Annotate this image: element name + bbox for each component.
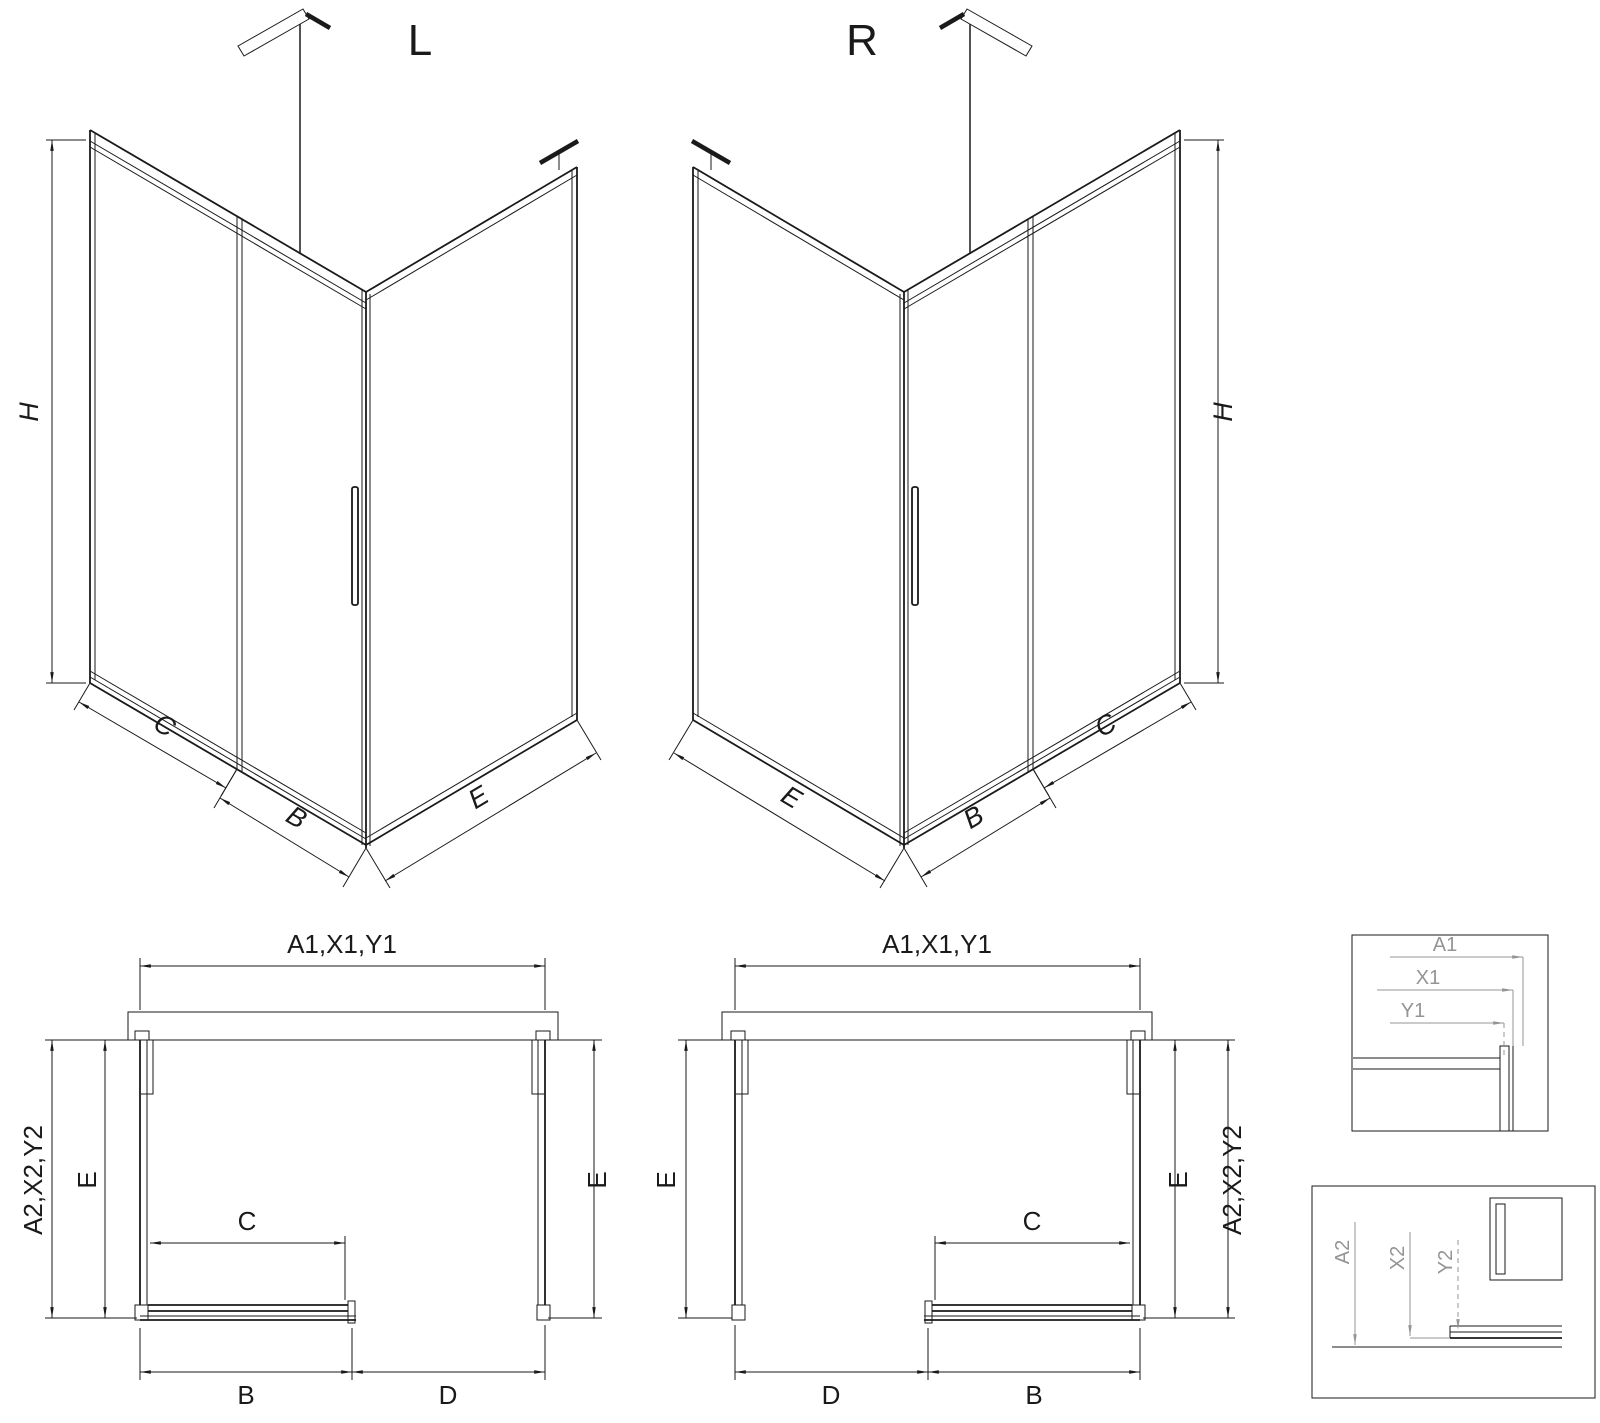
- plan-left-sliding-door: [140, 1300, 356, 1324]
- dim-label-a1-detail: A1: [1433, 934, 1457, 956]
- detail-bottom-profile: A2 X2 Y2: [1311, 1185, 1596, 1399]
- dim-label-e-right-plan-left: E: [582, 1171, 612, 1188]
- dim-label-h-left: H: [14, 402, 44, 422]
- detail-top-section-geometry: [1353, 1045, 1514, 1132]
- iso-left-door-handle: [351, 486, 359, 606]
- dim-label-a2x2y2-left: A2,X2,Y2: [18, 1125, 48, 1235]
- detail-bottom-frame: [1311, 1185, 1596, 1399]
- plan-right-sliding-door: [924, 1300, 1140, 1324]
- dim-label-x1-detail: X1: [1416, 967, 1440, 989]
- detail-top-frame: [1351, 934, 1549, 1132]
- dim-label-y1-detail: Y1: [1401, 1000, 1425, 1022]
- dim-label-d-plan-left: D: [439, 1380, 458, 1410]
- dim-label-c-right: C: [1089, 707, 1121, 743]
- iso-left-title: L: [408, 16, 432, 65]
- dim-label-a1x1y1-right: A1,X1,Y1: [882, 929, 992, 959]
- plan-right-glass-panels: [730, 1030, 1146, 1321]
- iso-right-door-handle: [911, 486, 919, 606]
- iso-left-dimensions: H C B E: [14, 139, 602, 889]
- dim-label-c-left: C: [149, 707, 181, 743]
- dim-label-e-left-plan-left: E: [72, 1171, 102, 1188]
- iso-left-glass-wall: [89, 129, 371, 848]
- dim-label-e-right-plan-right: E: [1163, 1171, 1193, 1188]
- detail-top-dimensions: A1 X1 Y1: [1377, 934, 1524, 1055]
- iso-right-side-panel: [692, 166, 905, 846]
- dim-label-d-plan-right: D: [822, 1380, 841, 1410]
- detail-top-profile: A1 X1 Y1: [1351, 934, 1549, 1132]
- plan-right-dimensions: A1,X1,Y1 E E A2,X2,Y2 C D: [651, 929, 1247, 1410]
- plan-view-right: A1,X1,Y1 E E A2,X2,Y2 C D: [651, 929, 1247, 1410]
- dim-label-c-plan-left: C: [238, 1206, 257, 1236]
- iso-view-left: L: [14, 8, 602, 889]
- plan-view-left: A1,X1,Y1 A2,X2,Y2 E E C B: [18, 929, 612, 1410]
- plan-left-dimensions: A1,X1,Y1 A2,X2,Y2 E E C B: [18, 929, 612, 1410]
- iso-right-dimensions: H C B E: [668, 139, 1238, 889]
- iso-view-right: R: [668, 8, 1238, 889]
- dim-label-c-plan-right: C: [1023, 1206, 1042, 1236]
- dim-label-a1x1y1-left: A1,X1,Y1: [287, 929, 397, 959]
- dim-label-b-plan-right: B: [1025, 1380, 1042, 1410]
- dim-label-h-right: H: [1208, 402, 1238, 422]
- iso-right-ceiling-support: [938, 8, 1033, 254]
- detail-bottom-dimensions: A2 X2 Y2: [1332, 1222, 1460, 1345]
- iso-right-title: R: [846, 16, 878, 65]
- iso-left-side-panel: [365, 166, 578, 846]
- dim-label-b-plan-left: B: [237, 1380, 254, 1410]
- dim-label-a2-detail: A2: [1332, 1240, 1354, 1264]
- plan-left-wall-section: [127, 1011, 559, 1041]
- iso-right-glass-wall: [899, 129, 1181, 848]
- plan-right-wall-section: [721, 1011, 1153, 1041]
- iso-left-wall-clamp: [538, 139, 580, 170]
- plan-left-glass-panels: [134, 1030, 551, 1321]
- dim-label-x2-detail: X2: [1387, 1246, 1409, 1270]
- dim-label-a2x2y2-right: A2,X2,Y2: [1217, 1125, 1247, 1235]
- dim-label-y2-detail: Y2: [1435, 1250, 1457, 1274]
- iso-right-wall-clamp: [690, 139, 732, 170]
- iso-left-ceiling-support: [237, 8, 332, 254]
- detail-bottom-section-geometry: [1332, 1197, 1563, 1348]
- dim-label-e-left-plan-right: E: [651, 1171, 681, 1188]
